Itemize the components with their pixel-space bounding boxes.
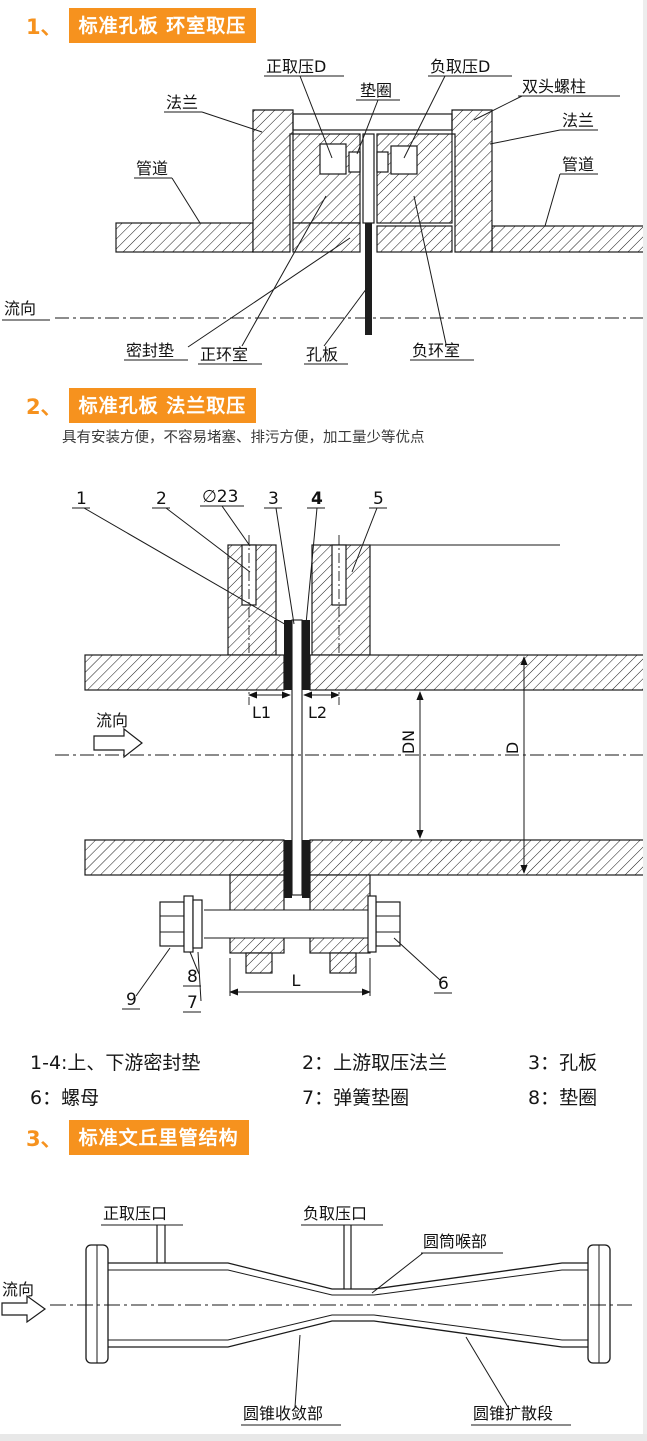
label-pos-tap-d: 正取压D [266, 57, 326, 76]
pipe-walls-2 [84, 654, 646, 876]
label-pipe-right: 管道 [562, 155, 594, 174]
label-seal-gasket: 密封垫 [126, 341, 174, 360]
leader-lines-3 [101, 1224, 571, 1426]
diagram3-venturi: 正取压口 负取压口 圆筒喉部 流向 圆锥收敛部 圆锥扩散段 [1, 1204, 632, 1426]
gasket-pocket-left [348, 151, 361, 173]
section1-title-badge: 标准孔板 环室取压 [68, 8, 257, 43]
label-flow-3: 流向 [2, 1280, 34, 1299]
diagram2-flange-tapping: 1 2 ∅23 3 4 5 流向 L1 L2 DN D L 9 8 7 6 [55, 487, 646, 1013]
label-stud: 双头螺柱 [522, 77, 586, 96]
label-pipe-left: 管道 [136, 159, 168, 178]
dim-label-dn: DN [399, 730, 418, 754]
label-flange-left: 法兰 [166, 93, 198, 112]
legend-item-5: 7：弹簧垫圈 [302, 1087, 410, 1109]
dim-dn-d [416, 656, 528, 874]
dim-label-l: L [292, 971, 301, 990]
label-convergent: 圆锥收敛部 [243, 1404, 323, 1423]
gasket-downstream [302, 620, 310, 690]
spring-washer [192, 899, 203, 949]
section2-number: 2、 [26, 394, 62, 419]
label-flow-2: 流向 [96, 711, 128, 730]
flow-arrow-3 [1, 1294, 47, 1324]
leader-lines [2, 75, 620, 365]
label-divergent: 圆锥扩散段 [473, 1404, 553, 1423]
washer [183, 895, 194, 953]
section3-number: 3、 [26, 1126, 62, 1151]
gasket-pocket-right [376, 151, 389, 173]
callout-4: 4 [311, 489, 323, 509]
callout-8: 8 [187, 967, 198, 987]
callout-leaders [72, 505, 452, 1013]
nut [375, 901, 401, 947]
legend-item-2: 2：上游取压法兰 [302, 1052, 448, 1074]
section3-title-badge: 标准文丘里管结构 [68, 1120, 249, 1155]
section1-header: 1、 标准孔板 环室取压 [26, 8, 257, 43]
pos-tap-pocket [319, 143, 347, 175]
callout-7: 7 [187, 993, 198, 1013]
orifice-plate-assembly [284, 619, 310, 898]
label-pos-tap: 正取压口 [103, 1204, 167, 1223]
diagram1-annular-chamber: 正取压D 负取压D 垫圈 双头螺柱 法兰 法兰 管道 管道 流向 密封垫 正环室… [2, 57, 647, 365]
callout-3: 3 [268, 489, 279, 509]
label-gasket: 垫圈 [360, 81, 392, 100]
pipe-walls [115, 222, 647, 253]
dim-label-l1: L1 [252, 703, 271, 722]
label-neg-tap: 负取压口 [303, 1204, 367, 1223]
section2-header: 2、 标准孔板 法兰取压 [26, 388, 257, 423]
stud-bar [292, 113, 453, 131]
label-throat: 圆筒喉部 [423, 1232, 487, 1251]
legend-item-6: 8：垫圈 [528, 1087, 598, 1109]
bolt-head [159, 901, 185, 947]
legend-item-1: 1-4:上、下游密封垫 [30, 1052, 201, 1074]
label-pos-chamber: 正环室 [200, 345, 248, 364]
orifice-plate-part [362, 133, 375, 335]
bolt-hole-centerlines [248, 535, 340, 705]
page-bottom-strip [0, 1434, 647, 1441]
neg-tap-pocket [390, 145, 418, 175]
callout-2: 2 [156, 489, 167, 509]
label-neg-chamber: 负环室 [412, 341, 460, 360]
section3-header: 3、 标准文丘里管结构 [26, 1120, 249, 1155]
venturi-profile [85, 1244, 611, 1364]
pressure-taps [156, 1225, 352, 1289]
dim-l [229, 958, 371, 996]
annular-chambers [292, 133, 453, 253]
callout-5: 5 [373, 489, 384, 509]
bottom-tap-assembly [159, 874, 401, 974]
section2-title-badge: 标准孔板 法兰取压 [68, 388, 257, 423]
section2-subtitle: 具有安装方便，不容易堵塞、排污方便，加工量少等优点 [62, 430, 425, 446]
legend-item-4: 6：螺母 [30, 1087, 100, 1109]
page-right-edge [643, 0, 647, 1441]
gasket-upstream [284, 620, 292, 690]
section1-number: 1、 [26, 14, 62, 39]
flow-arrow-2 [93, 727, 143, 759]
tap-flange-blocks [227, 544, 560, 656]
dim-label-d: D [503, 742, 522, 754]
label-orifice-plate: 孔板 [306, 345, 338, 364]
callout-1: 1 [76, 489, 87, 509]
callout-dia23: ∅23 [202, 487, 238, 507]
label-neg-tap-d: 负取压D [430, 57, 490, 76]
callout-6: 6 [438, 974, 449, 994]
dim-label-l2: L2 [308, 703, 327, 722]
legend-item-3: 3：孔板 [528, 1052, 598, 1074]
label-flow-1: 流向 [4, 299, 36, 318]
callout-9: 9 [126, 990, 137, 1010]
label-flange-right: 法兰 [562, 111, 594, 130]
